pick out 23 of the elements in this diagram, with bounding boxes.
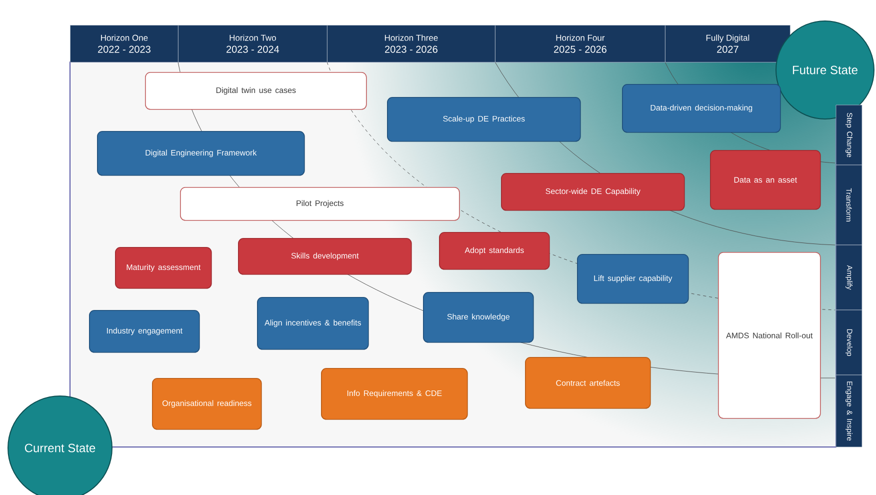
horizon-header: Horizon Four 2025 - 2026 (495, 25, 666, 62)
horizon-header: Horizon Three 2023 - 2026 (327, 25, 496, 62)
process-box: Contract artefacts (525, 357, 651, 409)
horizon-header: Horizon One 2022 - 2023 (70, 25, 178, 62)
process-box: Data-driven decision-making (622, 84, 781, 133)
process-box: Sector-wide DE Capability (501, 173, 685, 211)
process-box: Share knowledge (423, 292, 534, 343)
process-box: Maturity assessment (115, 247, 212, 289)
milestone-box: Pilot Projects (180, 187, 460, 221)
process-box: Digital Engineering Framework (97, 131, 305, 176)
process-box: Skills development (238, 238, 412, 275)
process-box: Data as an asset (710, 150, 821, 210)
process-box: Align incentives & benefits (257, 297, 369, 350)
process-box: Industry engagement (89, 310, 200, 353)
process-box: Info Requirements & CDE (321, 368, 468, 420)
horizon-header: Fully Digital 2027 (665, 25, 790, 62)
process-box: Adopt standards (439, 232, 550, 270)
milestone-box: Digital twin use cases (145, 72, 367, 110)
process-box: Organisational readiness (152, 378, 262, 430)
horizon-header: Horizon Two 2023 - 2024 (178, 25, 328, 62)
process-box: Scale-up DE Practices (387, 97, 581, 142)
process-box: Lift supplier capability (577, 254, 689, 304)
milestone-box: AMDS National Roll-out (718, 252, 821, 419)
